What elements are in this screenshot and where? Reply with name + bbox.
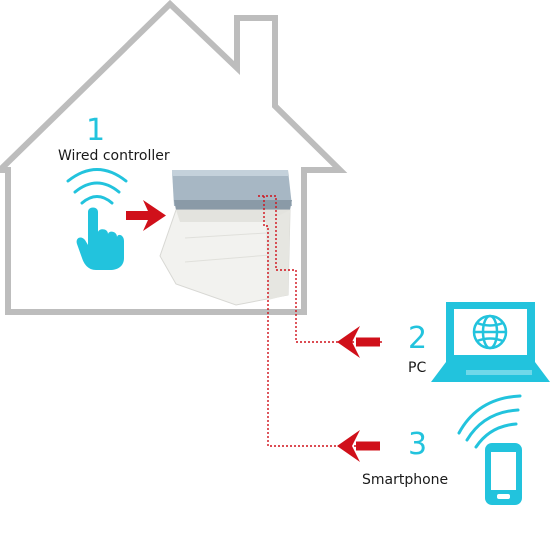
arrow-left-icon — [337, 326, 380, 358]
step-3-number: 3 — [408, 427, 428, 462]
laptop-globe-icon — [431, 302, 550, 382]
arrow-right-icon — [126, 200, 166, 231]
house-outline — [0, 0, 348, 315]
step-2-number: 2 — [408, 321, 428, 356]
pointing-hand-icon — [76, 207, 124, 270]
smartphone-icon — [485, 443, 522, 505]
ac-unit — [159, 170, 292, 306]
step-1-number: 1 — [86, 113, 106, 148]
step-3-label: Smartphone — [362, 472, 449, 488]
step-2-label: PC — [408, 360, 427, 376]
connection-wires — [258, 195, 382, 447]
wifi-waves-icon — [66, 168, 128, 205]
step-1-label: Wired controller — [58, 148, 170, 164]
wifi-waves-icon — [457, 394, 522, 449]
arrow-left-icon — [337, 430, 380, 462]
